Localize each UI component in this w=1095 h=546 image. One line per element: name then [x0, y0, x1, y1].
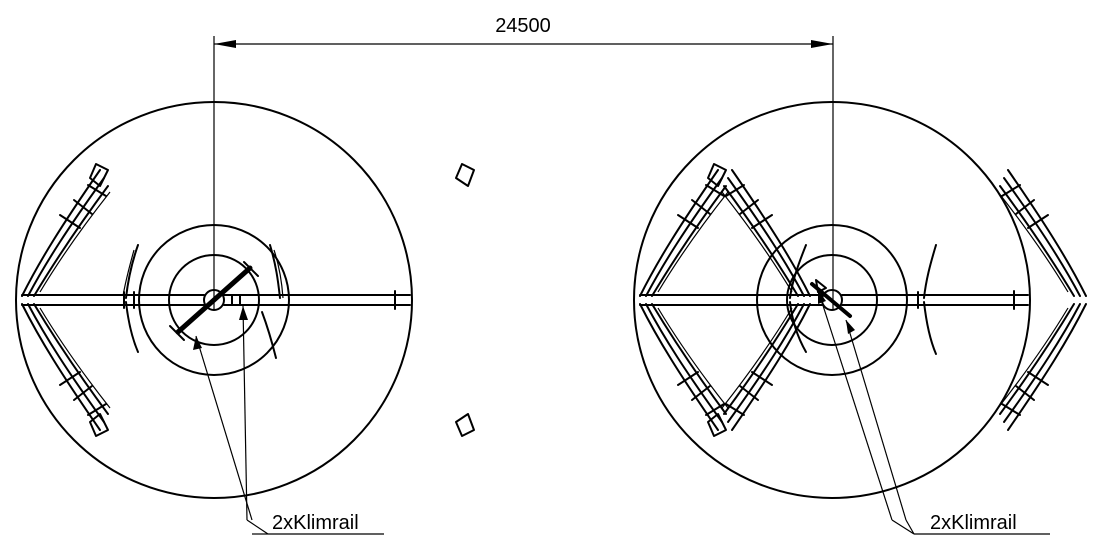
- arm-right: [223, 290, 411, 310]
- klimrail-bar-right: [810, 279, 852, 318]
- outer-blade-left: [21, 163, 111, 437]
- dimension-value: 24500: [495, 15, 551, 37]
- hub-circle-inner: [786, 254, 878, 346]
- arrow-right-icon: [811, 40, 833, 48]
- inner-blade-right: [261, 244, 284, 359]
- hub-circle-middle: [756, 224, 908, 376]
- dimension-line: [213, 36, 834, 310]
- inner-blade-left: [789, 244, 807, 353]
- arm-left: [21, 291, 205, 309]
- annotation-label-left: 2xKlimrail: [272, 512, 359, 534]
- inner-blade-left: [122, 244, 139, 353]
- outer-blade-right: [455, 163, 811, 437]
- klimrail-bar-left: [169, 261, 259, 341]
- annotation-label-right: 2xKlimrail: [930, 512, 1017, 534]
- rotor-circle-outer: [633, 101, 1031, 499]
- hub-circle-middle: [138, 224, 290, 376]
- outer-blade-left: [639, 163, 729, 437]
- arm-left: [639, 294, 823, 306]
- inner-blade-right: [923, 244, 937, 355]
- leader-lines-right: [817, 289, 1050, 535]
- turbine-left: 2xKlimrail: [15, 101, 811, 535]
- hub-circle-inner: [168, 254, 260, 346]
- arm-right: [841, 290, 1029, 310]
- hub-center: [203, 289, 225, 311]
- outer-blade-right: [997, 169, 1087, 431]
- arrow-left-icon: [214, 40, 236, 48]
- turbine-right: 2xKlimrail: [633, 101, 1087, 535]
- leader-lines-left: [193, 305, 384, 535]
- rotor-circle-outer: [15, 101, 413, 499]
